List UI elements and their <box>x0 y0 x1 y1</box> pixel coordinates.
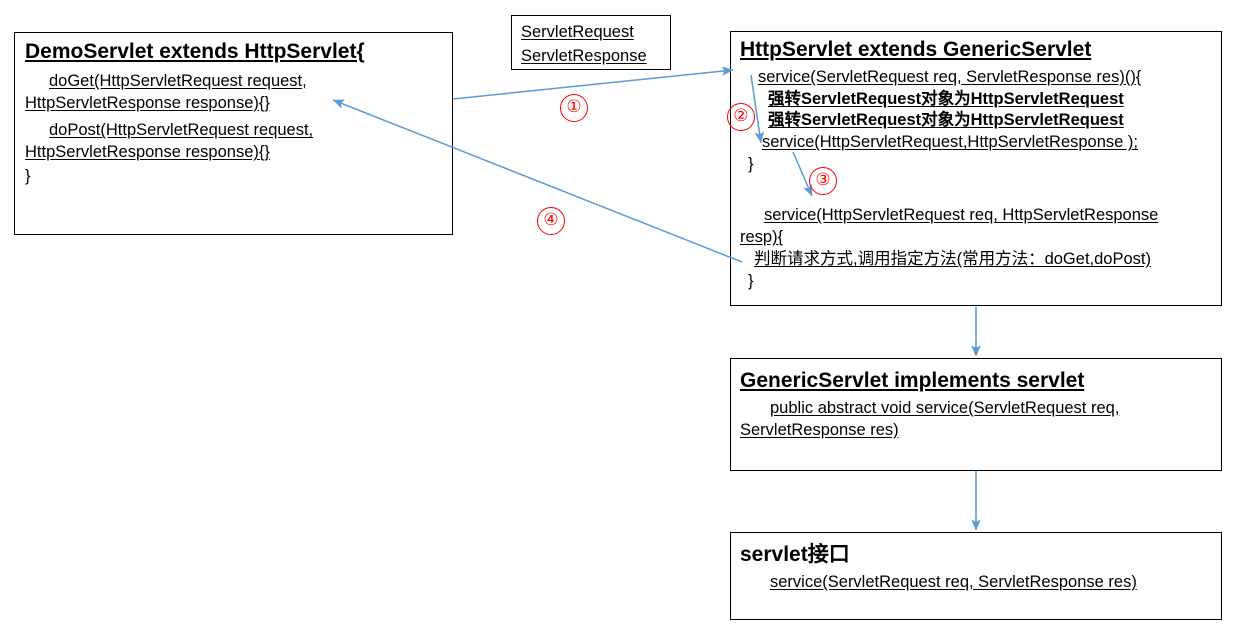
connector-demo-to-httpservlet <box>452 66 734 100</box>
step-marker-1: ① <box>560 94 588 122</box>
box-demo-servlet[interactable]: DemoServlet extends HttpServlet{ doGet(H… <box>14 32 453 235</box>
demo-servlet-title-text: DemoServlet extends HttpServlet{ <box>25 40 365 63</box>
box-http-servlet[interactable]: HttpServlet extends GenericServlet servi… <box>730 31 1222 306</box>
servlet-interface-title: servlet接口 <box>740 543 850 566</box>
servlet-types-line: ServletRequest <box>521 23 634 41</box>
http-servlet-title: HttpServlet extends GenericServlet <box>740 38 1092 61</box>
box-servlet-types[interactable]: ServletRequest ServletResponse <box>511 15 671 70</box>
box-servlet-interface[interactable]: servlet接口 service(ServletRequest req, Se… <box>730 532 1222 620</box>
servlet-types-line: ServletResponse <box>521 46 647 65</box>
http-servlet-line-dispatch: service(HttpServletRequest req, HttpServ… <box>764 206 1159 225</box>
http-servlet-line-close-2: } <box>748 272 754 291</box>
http-servlet-line-overload-call: service(HttpServletRequest,HttpServletRe… <box>762 133 1138 152</box>
http-servlet-line-cast-1: 强转ServletRequest对象为HttpServletRequest <box>768 89 1124 108</box>
demo-servlet-line: } <box>25 167 31 186</box>
demo-servlet-line: HttpServletResponse response){} <box>25 93 270 112</box>
http-servlet-line-service: service(ServletRequest req, ServletRespo… <box>758 67 1142 86</box>
box-generic-servlet[interactable]: GenericServlet implements servlet public… <box>730 358 1222 471</box>
step-marker-3: ③ <box>809 167 837 195</box>
generic-servlet-line: ServletResponse res) <box>740 420 899 439</box>
generic-servlet-line: public abstract void service(ServletRequ… <box>770 398 1120 417</box>
step-marker-2: ② <box>727 103 755 131</box>
step-marker-4: ④ <box>537 207 565 235</box>
http-servlet-line-dispatch-cont: resp){ <box>740 228 784 247</box>
http-servlet-line-close-1: } <box>748 155 754 174</box>
generic-servlet-title: GenericServlet implements servlet <box>740 369 1085 392</box>
demo-servlet-line: HttpServletResponse response){} <box>25 143 270 162</box>
demo-servlet-line: doPost(HttpServletRequest request, <box>49 121 314 140</box>
demo-servlet-line: doGet(HttpServletRequest request, <box>49 71 307 90</box>
servlet-interface-line: service(ServletRequest req, ServletRespo… <box>770 572 1137 591</box>
http-servlet-line-note: 判断请求方式,调用指定方法(常用方法：doGet,doPost) <box>754 250 1151 269</box>
http-servlet-line-cast-2: 强转ServletRequest对象为HttpServletRequest <box>768 111 1124 130</box>
demo-servlet-title: DemoServlet extends HttpServlet{ <box>25 39 442 65</box>
